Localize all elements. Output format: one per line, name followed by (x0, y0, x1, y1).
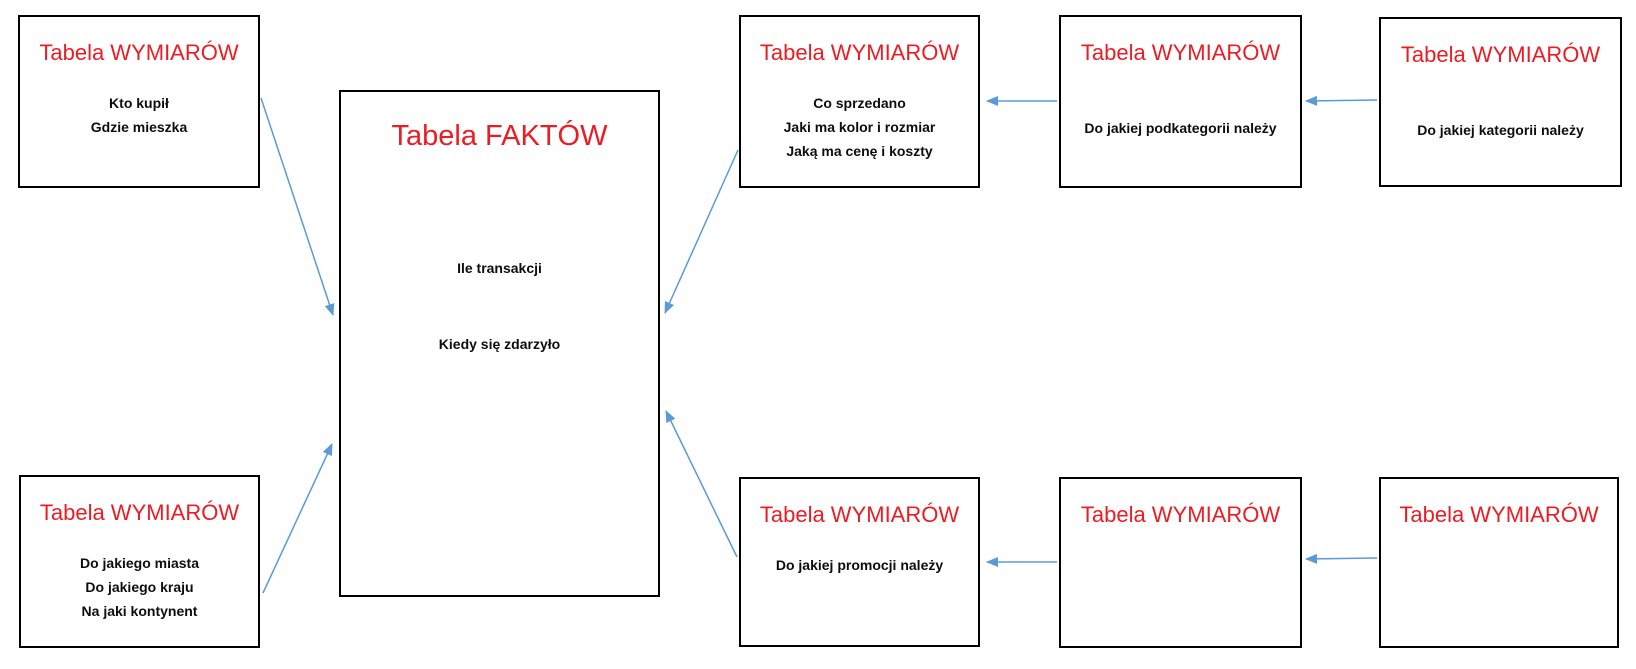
fact-table-line: Ile transakcji (457, 260, 542, 276)
arrow-geography-to-fact (262, 443, 333, 594)
dimension-table-title: Tabela WYMIARÓW (39, 500, 240, 525)
description-line: Co sprzedano (813, 95, 906, 111)
dimension-table-title: Tabela WYMIARÓW (1080, 40, 1281, 65)
dimension-table-title: Tabela WYMIARÓW (759, 502, 960, 527)
dimension-table-product: Tabela WYMIARÓW Co sprzedano Jaki ma kol… (739, 15, 980, 188)
description-line: Do jakiej promocji należy (775, 557, 944, 573)
arrow-customer-to-fact (260, 97, 335, 316)
description-line: Do jakiego kraju (85, 579, 194, 595)
dimension-table-title: Tabela WYMIARÓW (1400, 42, 1601, 67)
dimension-table-geography: Tabela WYMIARÓW Do jakiego miasta Do jak… (19, 475, 260, 648)
description-line: Gdzie mieszka (90, 119, 188, 135)
dimension-table-title: Tabela WYMIARÓW (1080, 502, 1281, 527)
arrow-category-to-subcategory (1305, 95, 1378, 106)
arrow-promotion-to-fact (665, 410, 738, 558)
dimension-table-subcategory: Tabela WYMIARÓW Do jakiej podkategorii n… (1059, 15, 1302, 188)
dimension-table-title: Tabela WYMIARÓW (759, 40, 960, 65)
description-line: Jaki ma kolor i rozmiar (783, 119, 936, 135)
dimension-table-description: Co sprzedano Jaki ma kolor i rozmiar Jak… (741, 91, 978, 163)
dimension-table-category: Tabela WYMIARÓW Do jakiej kategorii nale… (1379, 17, 1622, 187)
description-line: Kto kupił (109, 95, 169, 111)
fact-table: Tabela FAKTÓW Ile transakcji Kiedy się z… (339, 90, 660, 597)
dimension-table-title: Tabela WYMIARÓW (39, 40, 239, 65)
dimension-table-promotion: Tabela WYMIARÓW Do jakiej promocji należ… (739, 477, 980, 647)
description-line: Do jakiej kategorii należy (1417, 122, 1584, 138)
dimension-table-description: Do jakiego miasta Do jakiego kraju Na ja… (21, 551, 258, 623)
arrow-product-to-fact (664, 149, 739, 314)
dimension-table-description: Do jakiej podkategorii należy (1061, 116, 1300, 140)
dimension-table-title: Tabela WYMIARÓW (1399, 502, 1599, 527)
arrow-promoright-to-promomid (1305, 553, 1378, 564)
description-line: Do jakiego miasta (79, 555, 200, 571)
description-line: Jaką ma cenę i koszty (786, 143, 933, 159)
dimension-table-description: Kto kupił Gdzie mieszka (20, 91, 258, 139)
fact-table-title: Tabela FAKTÓW (391, 120, 608, 152)
dimension-table-description: Do jakiej kategorii należy (1381, 118, 1620, 142)
fact-table-line: Kiedy się zdarzyło (438, 336, 561, 352)
description-line: Na jaki kontynent (81, 603, 198, 619)
dimension-table-description: Do jakiej promocji należy (741, 553, 978, 577)
description-line: Do jakiej podkategorii należy (1084, 120, 1277, 136)
dimension-table-empty-right: Tabela WYMIARÓW (1379, 477, 1619, 648)
dimension-table-empty-mid: Tabela WYMIARÓW (1059, 477, 1302, 648)
dimension-table-customer: Tabela WYMIARÓW Kto kupił Gdzie mieszka (18, 15, 260, 188)
